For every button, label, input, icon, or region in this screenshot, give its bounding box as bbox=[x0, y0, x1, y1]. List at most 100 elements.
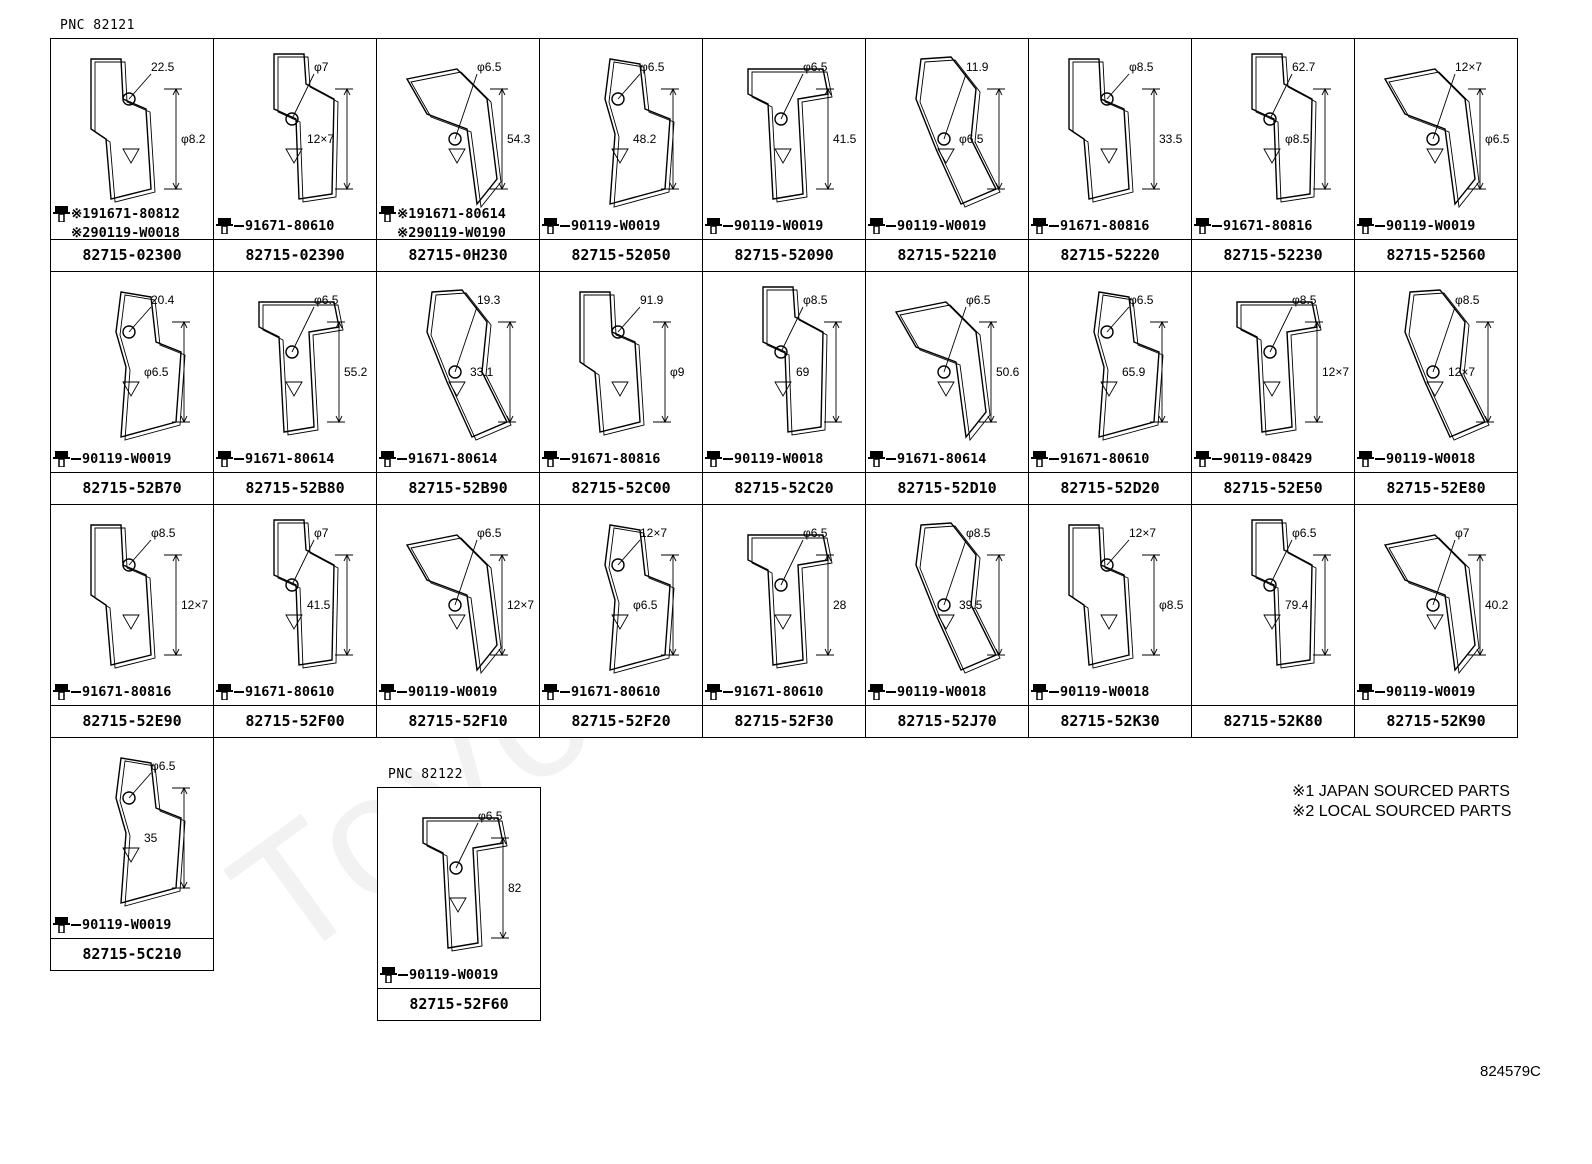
bracket-illustration-icon: φ8.512×7 bbox=[1404, 289, 1494, 441]
bolt-icon bbox=[868, 218, 885, 234]
bolt-callout: 91671-80614 bbox=[216, 450, 334, 467]
dimension-label: 82 bbox=[508, 881, 522, 895]
dimension-label: 40.2 bbox=[1485, 598, 1509, 612]
dimension-label: 79.4 bbox=[1285, 598, 1309, 612]
part-number-label[interactable]: 82715-0H230 bbox=[377, 239, 539, 271]
bolt-part-number: 91671-80614 bbox=[897, 450, 987, 467]
dimension-label: φ6.5 bbox=[144, 365, 169, 379]
leader-line bbox=[1049, 457, 1059, 460]
part-number-label[interactable]: 82715-52D20 bbox=[1029, 472, 1191, 504]
part-number-label[interactable]: 82715-52E50 bbox=[1192, 472, 1354, 504]
part-number-label[interactable]: 82715-5C210 bbox=[51, 938, 213, 970]
legend-item-local: ※2 LOCAL SOURCED PARTS bbox=[1292, 803, 1512, 820]
part-number-label[interactable]: 82715-52D10 bbox=[866, 472, 1028, 504]
bolt-part-number: ※191671-80812 bbox=[71, 205, 180, 222]
dimension-label: φ7 bbox=[314, 60, 329, 74]
part-number-label[interactable]: 82715-52B90 bbox=[377, 472, 539, 504]
dimension-label: 41.5 bbox=[833, 132, 857, 146]
dimension-label: 11.9 bbox=[966, 60, 989, 74]
part-number-label[interactable]: 82715-52050 bbox=[540, 239, 702, 271]
bolt-part-number: 90119-W0018 bbox=[897, 683, 987, 700]
bolt-part-number: 90119-W0019 bbox=[734, 217, 824, 234]
part-number-label[interactable]: 82715-52F30 bbox=[703, 705, 865, 737]
figure-code: 824579C bbox=[1480, 1063, 1541, 1080]
leader-line bbox=[1212, 224, 1222, 227]
bracket-illustration-icon: φ6.528 bbox=[747, 526, 847, 669]
dimension-label: φ6.5 bbox=[477, 526, 502, 540]
dimension-label: φ6.5 bbox=[803, 526, 828, 540]
part-number-label[interactable]: 82715-52F20 bbox=[540, 705, 702, 737]
part-number-label[interactable]: 82715-02390 bbox=[214, 239, 376, 271]
part-number-label[interactable]: 82715-02300 bbox=[51, 239, 213, 271]
part-number-label[interactable]: 82715-52220 bbox=[1029, 239, 1191, 271]
bolt-part-number: 91671-80614 bbox=[245, 450, 335, 467]
part-number-label[interactable]: 82715-52560 bbox=[1355, 239, 1517, 271]
bolt-icon bbox=[53, 451, 70, 467]
bolt-part-number: 91671-80816 bbox=[571, 450, 661, 467]
part-number-label[interactable]: 82715-52B80 bbox=[214, 472, 376, 504]
part-number-label[interactable]: 82715-52230 bbox=[1192, 239, 1354, 271]
part-number-label[interactable]: 82715-52C20 bbox=[703, 472, 865, 504]
dimension-label: 22.5 bbox=[151, 60, 175, 74]
bolt-icon bbox=[542, 218, 559, 234]
leader-line bbox=[1375, 457, 1385, 460]
part-number-label[interactable]: 82715-52K80 bbox=[1192, 705, 1354, 737]
part-number-label[interactable]: 82715-52C00 bbox=[540, 472, 702, 504]
bolt-callout: 90119-08429 bbox=[1194, 450, 1312, 467]
bracket-illustration-icon: 20.4φ6.5 bbox=[115, 291, 190, 441]
part-number-label[interactable]: 82715-52090 bbox=[703, 239, 865, 271]
bolt-callout: 91671-80610 bbox=[705, 683, 823, 700]
part-number-label[interactable]: 82715-52K30 bbox=[1029, 705, 1191, 737]
dimension-label: 19.3 bbox=[477, 293, 501, 307]
dimension-label: 39.5 bbox=[959, 598, 983, 612]
bolt-icon bbox=[542, 684, 559, 700]
part-number-label[interactable]: 82715-52E90 bbox=[51, 705, 213, 737]
bolt-callout: 90119-W0019 bbox=[1357, 217, 1475, 234]
part-number-label[interactable]: 82715-52F10 bbox=[377, 705, 539, 737]
part-number-label[interactable]: 82715-52B70 bbox=[51, 472, 213, 504]
part-number-label[interactable]: 82715-52J70 bbox=[866, 705, 1028, 737]
part-number-label[interactable]: 82715-52F00 bbox=[214, 705, 376, 737]
part-number-label[interactable]: 82715-52K90 bbox=[1355, 705, 1517, 737]
part-number-label[interactable]: 82715-52F60 bbox=[378, 988, 540, 1020]
bolt-callout-alt: ※290119-W0190 bbox=[379, 224, 506, 241]
part-number-label[interactable]: 82715-52E80 bbox=[1355, 472, 1517, 504]
part-number-label[interactable]: 82715-52210 bbox=[866, 239, 1028, 271]
bolt-part-number: ※290119-W0190 bbox=[397, 224, 506, 241]
